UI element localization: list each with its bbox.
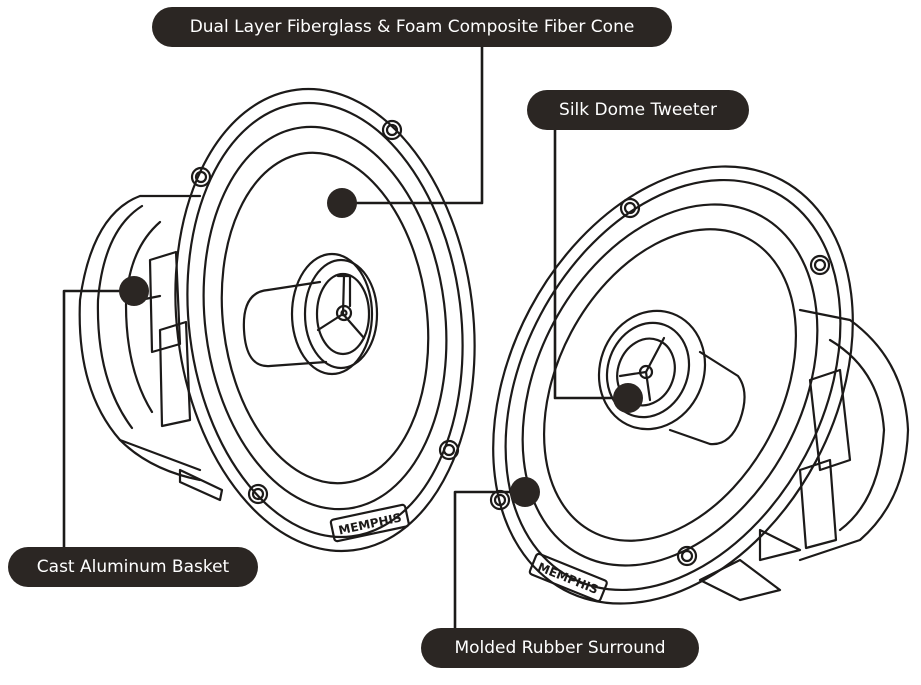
cone-leader-line	[340, 42, 484, 205]
cone-label: Dual Layer Fiberglass & Foam Composite F…	[152, 7, 672, 47]
left-frame-outer	[174, 87, 476, 553]
right-frame-outer	[492, 165, 854, 605]
left-frame-inner	[186, 101, 464, 539]
tweeter-callout-dot	[613, 383, 643, 413]
left-basket	[78, 194, 224, 502]
right-surround	[521, 203, 819, 567]
basket-leader-line	[62, 289, 136, 550]
left-cone	[220, 151, 430, 485]
tweeter-leader-line	[553, 128, 630, 400]
right-cone	[542, 228, 798, 542]
callout-dots	[119, 188, 643, 507]
left-tweeter-center	[335, 304, 353, 322]
basket-label: Cast Aluminum Basket	[8, 547, 258, 587]
callout-lines	[62, 42, 630, 630]
left-tweeter-housing	[290, 252, 374, 376]
tweeter-label: Silk Dome Tweeter	[527, 90, 749, 130]
surround-leader-line	[453, 490, 527, 630]
surround-callout-dot	[510, 477, 540, 507]
right-tweeter-housing	[597, 309, 707, 431]
basket-callout-dot	[119, 276, 149, 306]
left-surround	[202, 125, 448, 511]
cone-callout-dot	[327, 188, 357, 218]
right-speaker: MEMPHIS	[489, 165, 910, 605]
left-speaker: MEMPHIS	[78, 87, 476, 553]
surround-label: Molded Rubber Surround	[421, 628, 699, 668]
right-tweeter-center	[638, 364, 654, 380]
right-basket	[698, 308, 910, 602]
right-frame-inner	[504, 178, 842, 592]
